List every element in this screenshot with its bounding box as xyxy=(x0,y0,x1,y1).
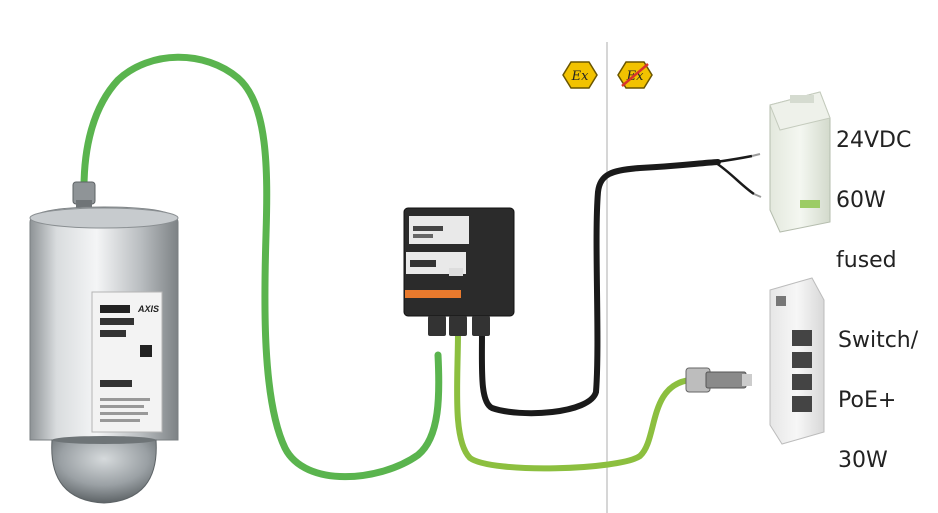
psu-wattage-text: 60W xyxy=(836,188,886,213)
psu-fused-text: fused xyxy=(836,248,897,273)
psu-voltage-text: 24VDC xyxy=(836,128,912,153)
rj45-connector xyxy=(685,367,752,393)
gland-right xyxy=(472,316,490,336)
gland-left xyxy=(428,316,446,336)
power-supply-unit xyxy=(769,91,831,233)
power-supply-label: 24VDC 60W fused xyxy=(836,96,911,306)
gland-mid xyxy=(449,316,467,336)
switch-label: Switch/ PoE+ 30W xyxy=(838,296,918,506)
ex-hazardous-area-icon: Ex xyxy=(562,61,598,89)
ex-badge-text: Ex xyxy=(571,69,589,84)
ptz-camera: AXIS xyxy=(29,181,179,504)
switch-poe-text: PoE+ xyxy=(838,388,897,413)
power-lead-bottom xyxy=(715,161,755,196)
power-lead-top xyxy=(715,154,753,164)
poe-cable xyxy=(454,329,693,472)
camera-brand-logo: AXIS xyxy=(137,304,159,314)
power-cable xyxy=(478,159,721,417)
camera-label-plate xyxy=(91,291,163,433)
junction-box xyxy=(403,207,515,336)
ex-crossed-out-icon: Ex xyxy=(617,61,653,89)
switch-wattage-text: 30W xyxy=(838,448,888,473)
ethernet-cable xyxy=(80,53,443,481)
network-switch xyxy=(769,277,825,445)
switch-type-text: Switch/ xyxy=(838,328,919,353)
